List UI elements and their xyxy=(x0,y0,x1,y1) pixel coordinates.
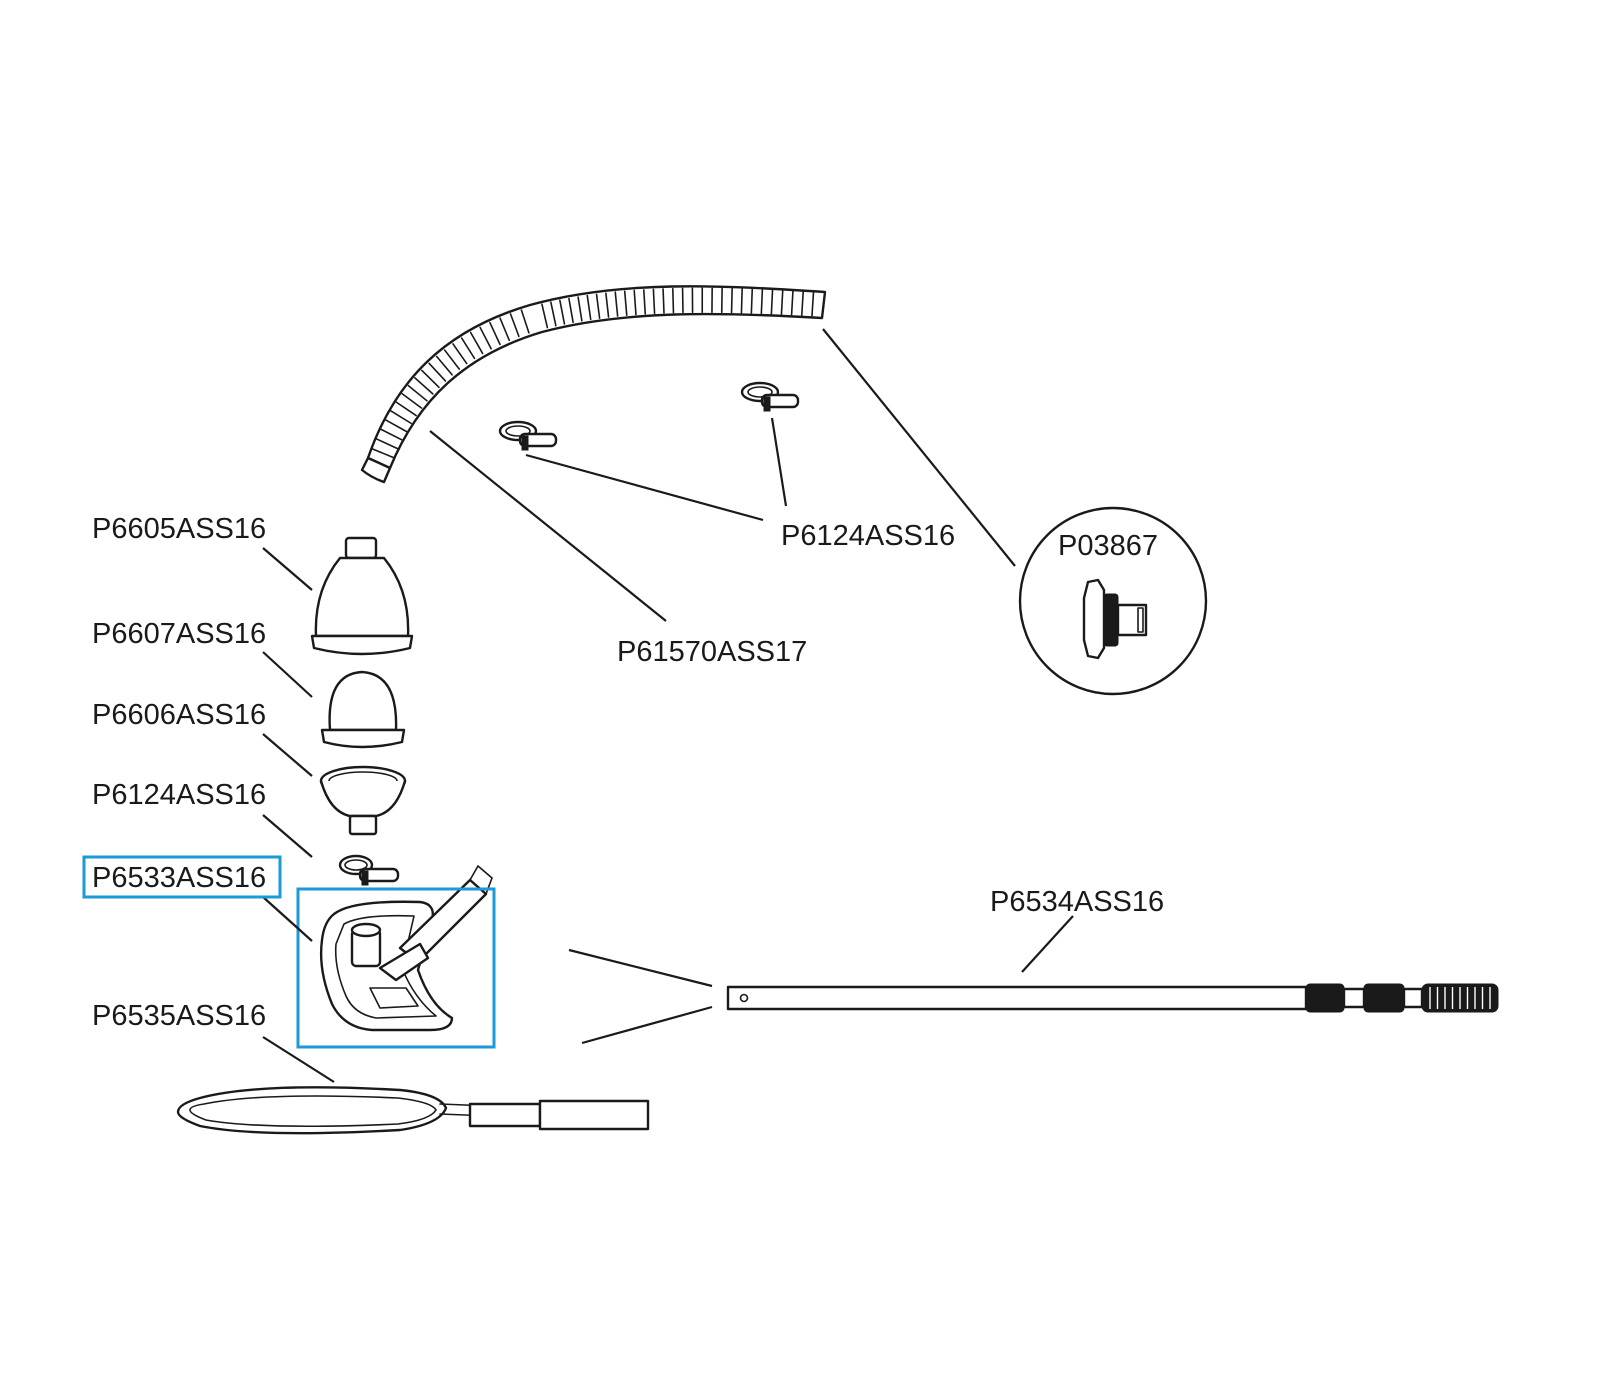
dome-valve-icon[interactable] xyxy=(320,670,406,749)
hose-rib xyxy=(662,288,665,314)
hose-rib xyxy=(401,392,423,409)
label-valve-base: P6606ASS16 xyxy=(92,699,266,731)
hose-rib xyxy=(568,297,574,324)
hose-rib xyxy=(770,289,774,315)
hose-rib xyxy=(595,293,601,319)
hose-rib xyxy=(652,288,656,315)
label-leaf-skimmer: P6535ASS16 xyxy=(92,1000,266,1032)
hose-rib xyxy=(750,288,754,314)
valve-base-icon[interactable] xyxy=(319,765,407,836)
hose-rib xyxy=(672,287,675,314)
label-cone-cap: P6605ASS16 xyxy=(92,513,266,545)
hose-rib xyxy=(379,428,403,441)
cone-cap-icon[interactable] xyxy=(310,536,414,656)
hose-rib xyxy=(443,349,461,370)
hose-rib xyxy=(428,362,447,382)
hose-rib xyxy=(642,289,647,315)
hose-rib xyxy=(520,309,530,334)
telescopic-pole-icon[interactable] xyxy=(726,983,1499,1013)
label-hose-clips: P6124ASS16 xyxy=(781,520,955,552)
hose-rib xyxy=(577,296,583,322)
label-hose: P61570ASS17 xyxy=(617,636,807,668)
hose-ribs xyxy=(370,287,815,459)
hose-rib xyxy=(800,290,805,317)
hose-rib xyxy=(479,326,492,350)
hose-clip-icon[interactable] xyxy=(740,381,800,412)
label-head-clip: P6124ASS16 xyxy=(92,779,266,811)
label-highlight-box xyxy=(82,855,282,899)
hose-rib xyxy=(460,337,476,360)
leaf-skimmer-icon[interactable] xyxy=(176,1086,650,1135)
hose-rib xyxy=(435,355,453,376)
hose-rib xyxy=(633,289,637,316)
hose-rib xyxy=(780,289,784,316)
label-telescopic-pole: P6534ASS16 xyxy=(990,886,1164,918)
label-dome-valve: P6607ASS16 xyxy=(92,618,266,650)
hose-rib xyxy=(586,294,592,321)
hose-rib xyxy=(550,301,557,327)
hose-rib xyxy=(559,299,566,325)
label-vacuum-head: P6533ASS16 xyxy=(92,862,266,894)
corrugated-hose-icon[interactable] xyxy=(360,285,827,484)
hose-rib xyxy=(760,288,764,315)
hose-rib xyxy=(375,437,399,450)
hose-rib xyxy=(421,369,440,389)
vacuum-head-icon[interactable] xyxy=(319,865,493,1032)
hose-rib xyxy=(395,401,417,417)
hose-rib xyxy=(384,419,408,433)
hose-rib xyxy=(499,317,511,342)
hose-adapter-icon[interactable] xyxy=(1018,506,1208,696)
hose-rib xyxy=(614,291,619,317)
hose-clip-icon[interactable] xyxy=(338,854,400,886)
hose-rib xyxy=(811,291,815,318)
hose-rib xyxy=(489,321,501,346)
pole-grip xyxy=(1429,987,1491,1009)
hose-rib xyxy=(370,447,395,459)
hose-rib xyxy=(469,331,484,355)
hose-rib xyxy=(541,303,549,329)
hose-rib xyxy=(623,290,628,317)
hose-rib xyxy=(414,377,434,395)
hose-rib xyxy=(452,343,468,365)
hose-rib xyxy=(740,288,743,314)
hose-rib xyxy=(790,290,794,316)
highlight-box xyxy=(296,887,496,1049)
hose-clip-icon[interactable] xyxy=(498,420,558,451)
leader-lines xyxy=(262,328,1074,1083)
hose-rib xyxy=(389,410,412,425)
hose-rib xyxy=(407,384,428,402)
hose-rib xyxy=(730,287,733,314)
hose-rib xyxy=(605,292,610,318)
label-hose-adapter: P03867 xyxy=(1058,530,1158,562)
hose-rib xyxy=(509,313,520,338)
